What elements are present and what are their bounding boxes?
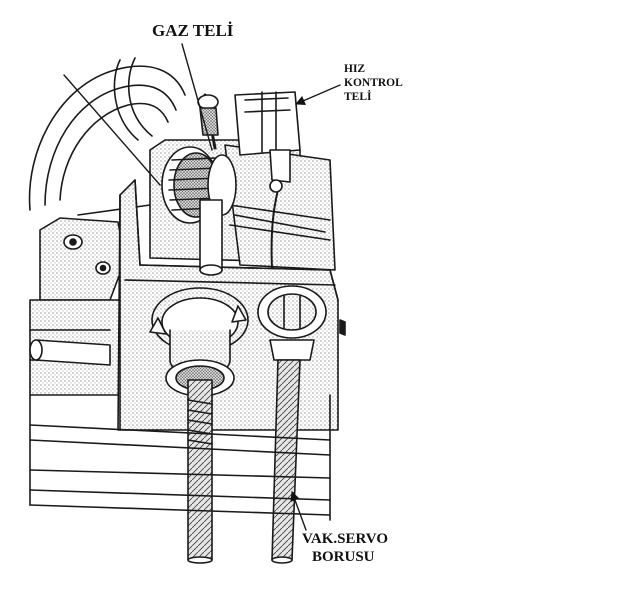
throttle-shaft — [199, 199, 223, 276]
vacuum-servo-hose — [271, 359, 301, 564]
frame-rails — [29, 394, 331, 521]
speed-label-line-1: HIZ — [344, 63, 366, 75]
accelerator-cable — [187, 379, 213, 564]
leader-lines — [63, 43, 341, 531]
cable-grommet-right — [257, 285, 327, 361]
throttle-pulley — [161, 146, 237, 224]
vacuum-label-line-2: BORUSU — [312, 549, 375, 565]
speed-cable-leader — [295, 84, 341, 106]
gas-cable-leader — [181, 43, 213, 151]
gas-cable-label: GAZ TELİ — [152, 21, 234, 40]
vacuum-label-line-1: VAK.SERVO — [302, 531, 389, 547]
speed-label-line-2: KONTROL — [344, 76, 403, 89]
side-hose-fitting — [29, 234, 111, 366]
side-bracket-tab — [339, 319, 346, 336]
cable-grommet-left — [149, 287, 249, 397]
vacuum-hose-leader — [290, 491, 307, 531]
vacuum-servo-hose-label: VAK.SERVO BORUSU — [302, 530, 388, 566]
speed-label-line-3: TELİ — [344, 90, 372, 103]
gas-cable-end — [197, 93, 219, 150]
air-cleaner-housing — [28, 57, 186, 216]
speed-control-cable-housing — [234, 91, 301, 269]
speed-control-cable-label: HIZ KONTROL TELİ — [344, 63, 403, 104]
pulley-leader — [63, 74, 161, 186]
